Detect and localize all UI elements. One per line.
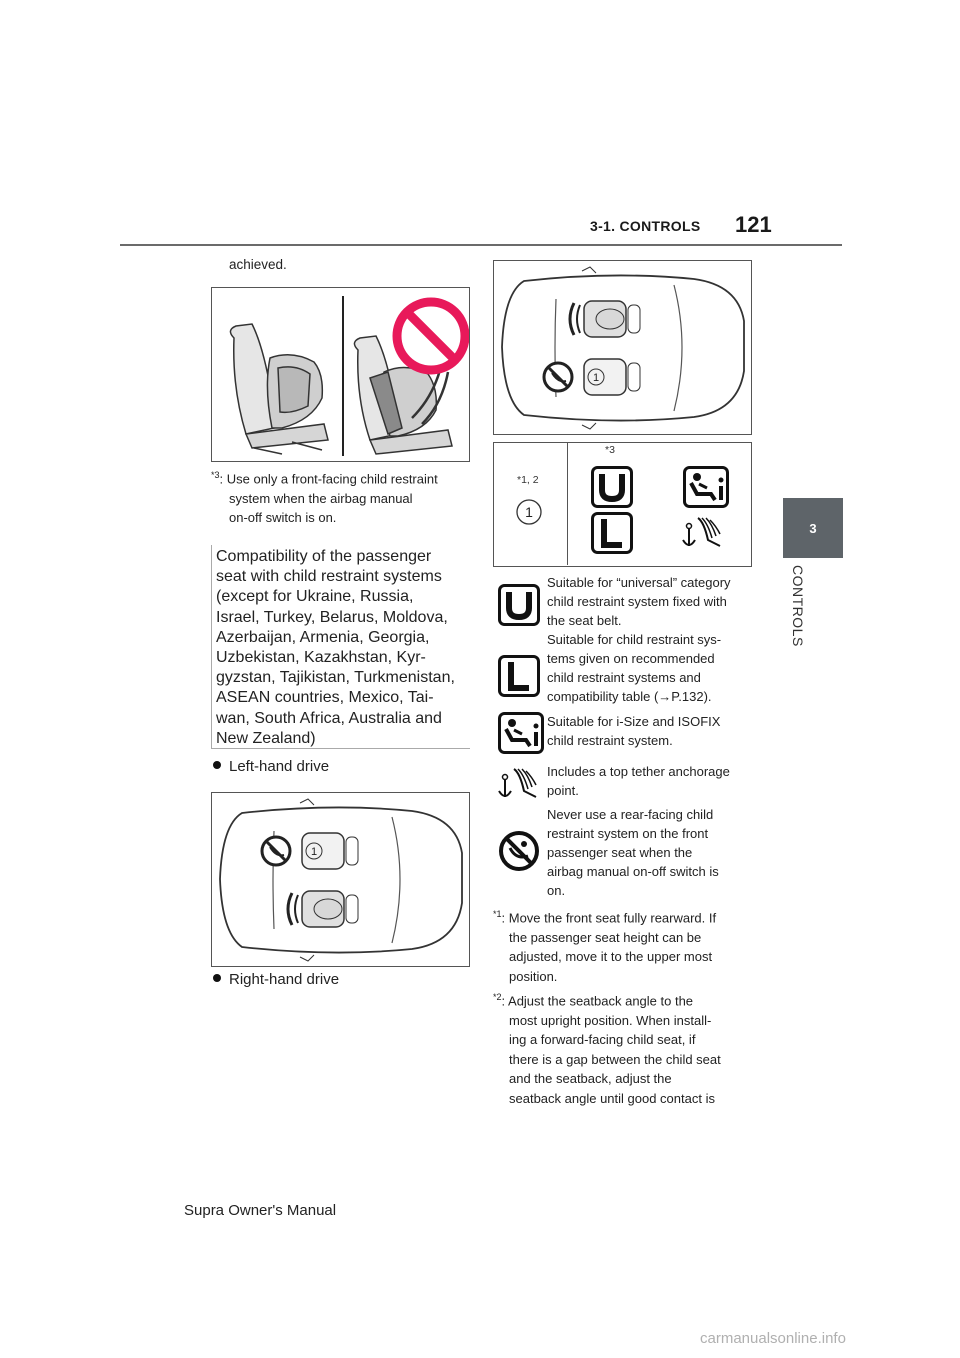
l-letter-icon xyxy=(591,512,633,554)
chapter-label: CONTROLS xyxy=(790,565,806,647)
table-note-1-2: *1, 2 xyxy=(517,474,539,486)
seat-correct-figure xyxy=(229,323,329,455)
legend-l-text: Suitable for child restraint sys-tems gi… xyxy=(547,632,722,704)
prohibition-icon xyxy=(392,297,469,375)
car-diagram-left-hand-drive: 1 xyxy=(211,792,470,967)
no-rear-facing-icon xyxy=(260,835,292,867)
svg-text:1: 1 xyxy=(593,372,599,384)
isofix-icon xyxy=(683,466,729,508)
note-3: *3: Use only a front-facing child restra… xyxy=(211,470,438,526)
bullet-icon xyxy=(213,761,221,769)
legend-isofix-icon xyxy=(498,712,544,754)
svg-text:1: 1 xyxy=(311,846,317,858)
u-letter-icon xyxy=(591,466,633,508)
seat-illustration xyxy=(211,287,470,462)
bullet-left-hand-drive: Left-hand drive xyxy=(213,758,329,775)
top-tether-icon xyxy=(680,512,728,554)
watermark: carmanualsonline.info xyxy=(700,1330,846,1347)
legend-no-rear-facing-icon xyxy=(498,830,540,872)
svg-text:1: 1 xyxy=(525,504,533,520)
chapter-number: 3 xyxy=(809,520,817,536)
compat-heading: Compatibility of the passenger seat with… xyxy=(216,548,455,747)
compat-table xyxy=(493,442,752,567)
legend-top-tether-icon xyxy=(496,763,544,805)
intro-text: achieved. xyxy=(229,257,287,272)
chapter-tab[interactable]: 3 xyxy=(783,498,843,558)
seat-number-badge: 1 xyxy=(515,498,543,526)
page-number: 121 xyxy=(735,212,772,237)
bullet-right-hand-drive: Right-hand drive xyxy=(213,971,339,988)
legend-l-icon xyxy=(498,655,540,697)
section-title: 3-1. CONTROLS xyxy=(590,218,701,234)
bullet-icon xyxy=(213,974,221,982)
note-1: *1: Move the front seat fully rearward. … xyxy=(493,909,717,984)
table-note-3: *3 xyxy=(605,444,615,456)
compat-table-divider xyxy=(567,442,568,565)
note-2: *2: Adjust the seatback angle to the mos… xyxy=(493,992,721,1106)
footer-manual-title: Supra Owner's Manual xyxy=(184,1202,337,1219)
no-rear-facing-icon xyxy=(542,361,574,393)
header-rule xyxy=(120,244,842,246)
compat-heading-box xyxy=(211,545,470,749)
legend-u-icon xyxy=(498,584,540,626)
car-diagram-right-hand-drive: 1 xyxy=(493,260,752,435)
